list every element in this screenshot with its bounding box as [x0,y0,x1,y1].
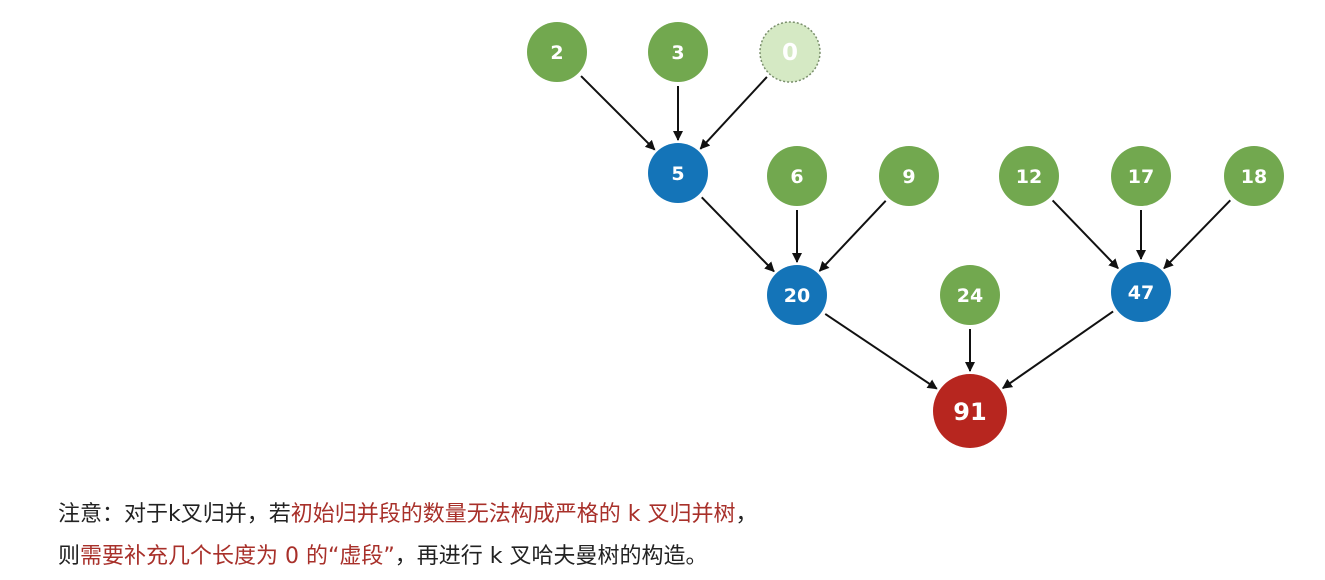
node-circle [759,21,821,83]
node-leaf-24: 24 [940,265,1000,325]
note-line-1-prefix: 注意：对于k叉归并，若 [58,502,291,527]
edge-n5-to-n20 [701,196,775,273]
node-label: 20 [784,285,810,307]
note-line-1: 注意：对于k叉归并，若初始归并段的数量无法构成严格的 k 叉归并树， [58,496,758,528]
node-label: 0 [782,40,798,66]
tree-nodes: 2 3 0 5 6 9 12 17 18 20 24 47 91 [527,21,1284,448]
node-circle [1224,146,1284,206]
tree-edges [580,75,1231,390]
note-line-1-suffix: ， [735,502,758,527]
node-label: 47 [1128,282,1154,304]
node-label: 6 [790,166,803,188]
node-leaf-2: 2 [527,22,587,82]
node-circle [767,265,827,325]
note-line-2-highlight: 需要补充几个长度为 0 的“虚段” [80,544,395,569]
node-circle [767,146,827,206]
edge-n18-to-n47 [1163,199,1231,270]
node-root-91: 91 [933,374,1007,448]
node-label: 3 [671,42,684,64]
note-line-2-prefix: 则 [58,544,81,569]
node-circle [1111,146,1171,206]
node-circle [999,146,1059,206]
node-merge-20: 20 [767,265,827,325]
node-merge-47: 47 [1111,262,1171,322]
edge-n12-to-n47 [1051,199,1119,269]
edge-n20-to-n91 [824,313,938,390]
node-leaf-18: 18 [1224,146,1284,206]
node-label: 24 [957,285,983,307]
edge-n0-to-n5 [699,76,768,150]
node-leaf-17: 17 [1111,146,1171,206]
node-label: 5 [671,163,684,185]
node-circle [933,374,1007,448]
node-leaf-12: 12 [999,146,1059,206]
edge-n2-to-n5 [580,75,656,151]
node-label: 12 [1016,166,1042,188]
note-line-2: 则需要补充几个长度为 0 的“虚段”，再进行 k 叉哈夫曼树的构造。 [58,538,708,570]
node-label: 17 [1128,166,1154,188]
node-circle [940,265,1000,325]
note-line-2-suffix: ，再进行 k 叉哈夫曼树的构造。 [394,544,708,569]
node-label: 18 [1241,166,1267,188]
node-label: 2 [550,42,563,64]
node-circle [1111,262,1171,322]
node-leaf-6: 6 [767,146,827,206]
node-virtual-0: 0 [759,21,821,83]
k-ary-merge-tree-diagram: 2 3 0 5 6 9 12 17 18 20 24 47 91 [527,21,1284,448]
edge-n47-to-n91 [1002,310,1114,389]
node-label: 91 [953,398,986,426]
edge-n9-to-n20 [818,200,887,272]
note-line-1-highlight: 初始归并段的数量无法构成严格的 k 叉归并树 [290,502,736,527]
node-circle [527,22,587,82]
node-label: 9 [902,166,915,188]
node-circle [648,22,708,82]
node-leaf-3: 3 [648,22,708,82]
node-leaf-9: 9 [879,146,939,206]
node-circle [879,146,939,206]
node-circle [648,143,708,203]
node-merge-5: 5 [648,143,708,203]
